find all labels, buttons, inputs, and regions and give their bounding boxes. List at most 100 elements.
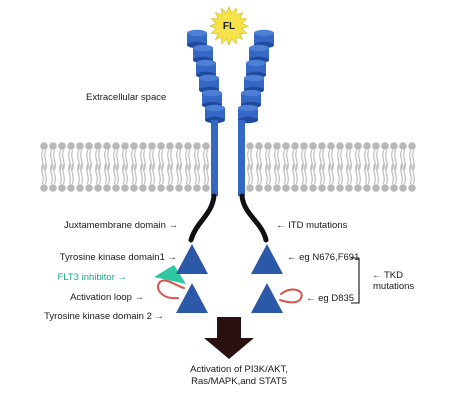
lipid-tail	[412, 149, 415, 171]
tkd1-right-triangle	[251, 244, 283, 274]
lipid-tail	[376, 163, 379, 185]
lipid-tail	[53, 163, 56, 185]
domain-top	[205, 104, 225, 112]
lipid-tail	[140, 163, 143, 185]
lipid-head	[166, 184, 174, 192]
downstream-activation-line1: Activation of PI3K/AKT,	[190, 364, 288, 375]
lipid-head	[336, 184, 344, 192]
lipid-tail	[409, 149, 412, 171]
juxtamembrane-left	[188, 193, 217, 243]
lipid-tail	[170, 163, 173, 185]
lipid-tail	[409, 163, 412, 185]
downstream-activation-line2: Ras/MAPK,and STAT5	[191, 376, 287, 387]
domain-top	[199, 74, 219, 82]
lipid-tail	[95, 149, 98, 171]
lipid-tail	[116, 163, 119, 185]
lipid-tail	[203, 149, 206, 171]
domain-body	[244, 78, 264, 90]
lipid-tail	[265, 163, 268, 185]
lipid-head	[354, 184, 362, 192]
lipid-head	[309, 142, 317, 150]
lipid-head	[282, 142, 290, 150]
lipid-head	[58, 142, 66, 150]
domain-body	[246, 63, 266, 75]
lipid-tail	[403, 149, 406, 171]
domain-body	[199, 78, 219, 90]
lipid-head	[202, 184, 210, 192]
activation-loop-right	[279, 288, 303, 304]
lipid-head	[255, 142, 263, 150]
domain-top	[241, 89, 261, 97]
domain-body	[205, 108, 225, 120]
lipid-tail	[71, 149, 74, 171]
lipid-head	[166, 142, 174, 150]
lipid-tail	[68, 163, 71, 185]
lipid-tail	[304, 149, 307, 171]
lipid-tail	[122, 149, 125, 171]
lipid-tail	[337, 163, 340, 185]
lipid-head	[399, 142, 407, 150]
lipid-head	[390, 184, 398, 192]
lipid-head	[67, 142, 75, 150]
lipid-tail	[98, 163, 101, 185]
domain-body	[187, 33, 207, 45]
lipid-tail	[113, 163, 116, 185]
lipid-tail	[125, 163, 128, 185]
domain-body	[254, 33, 274, 45]
lipid-tail	[349, 149, 352, 171]
lipid-tail	[337, 149, 340, 171]
lipid-tail	[194, 163, 197, 185]
lipid-tail	[283, 149, 286, 171]
lipid-head	[40, 184, 48, 192]
lipid-tail	[259, 163, 262, 185]
lipid-tail	[77, 149, 80, 171]
lipid-tail	[44, 149, 47, 171]
lipid-tail	[331, 163, 334, 185]
downstream-arrow	[204, 317, 254, 359]
lipid-head	[390, 142, 398, 150]
lipid-tail	[373, 149, 376, 171]
lipid-head	[40, 142, 48, 150]
lipid-tail	[250, 163, 253, 185]
lipid-tail	[86, 149, 89, 171]
lipid-head	[130, 184, 138, 192]
lipid-tail	[116, 149, 119, 171]
lipid-tail	[286, 149, 289, 171]
lipid-head	[291, 184, 299, 192]
lipid-tail	[197, 149, 200, 171]
lipid-tail	[131, 163, 134, 185]
lipid-tail	[292, 149, 295, 171]
domain-top	[193, 44, 213, 52]
lipid-tail	[331, 149, 334, 171]
lipid-tail	[277, 149, 280, 171]
lipid-head	[282, 184, 290, 192]
lipid-tail	[149, 163, 152, 185]
lipid-tail	[295, 163, 298, 185]
lipid-tail	[131, 149, 134, 171]
lipid-tail	[158, 163, 161, 185]
lipid-head	[94, 184, 102, 192]
lipid-head	[327, 142, 335, 150]
lipid-tail	[44, 163, 47, 185]
lipid-tail	[176, 149, 179, 171]
domain-body	[196, 63, 216, 75]
lipid-tail	[256, 149, 259, 171]
lipid-tail	[86, 163, 89, 185]
lipid-tail	[167, 163, 170, 185]
lipid-head	[112, 142, 120, 150]
lipid-tail	[328, 149, 331, 171]
juxtamembrane-right	[239, 193, 269, 243]
lipid-tail	[113, 149, 116, 171]
domain-top	[249, 44, 269, 52]
fl-ligand-star	[208, 5, 250, 47]
lipid-head	[157, 142, 165, 150]
eg-d835-label: ← eg D835	[306, 293, 355, 304]
lipid-head	[408, 142, 416, 150]
lipid-head	[58, 184, 66, 192]
lipid-head	[372, 142, 380, 150]
lipid-head	[345, 142, 353, 150]
lipid-head	[94, 142, 102, 150]
lipid-tail	[301, 149, 304, 171]
lipid-tail	[197, 163, 200, 185]
tkd1-left-triangle	[176, 244, 208, 274]
